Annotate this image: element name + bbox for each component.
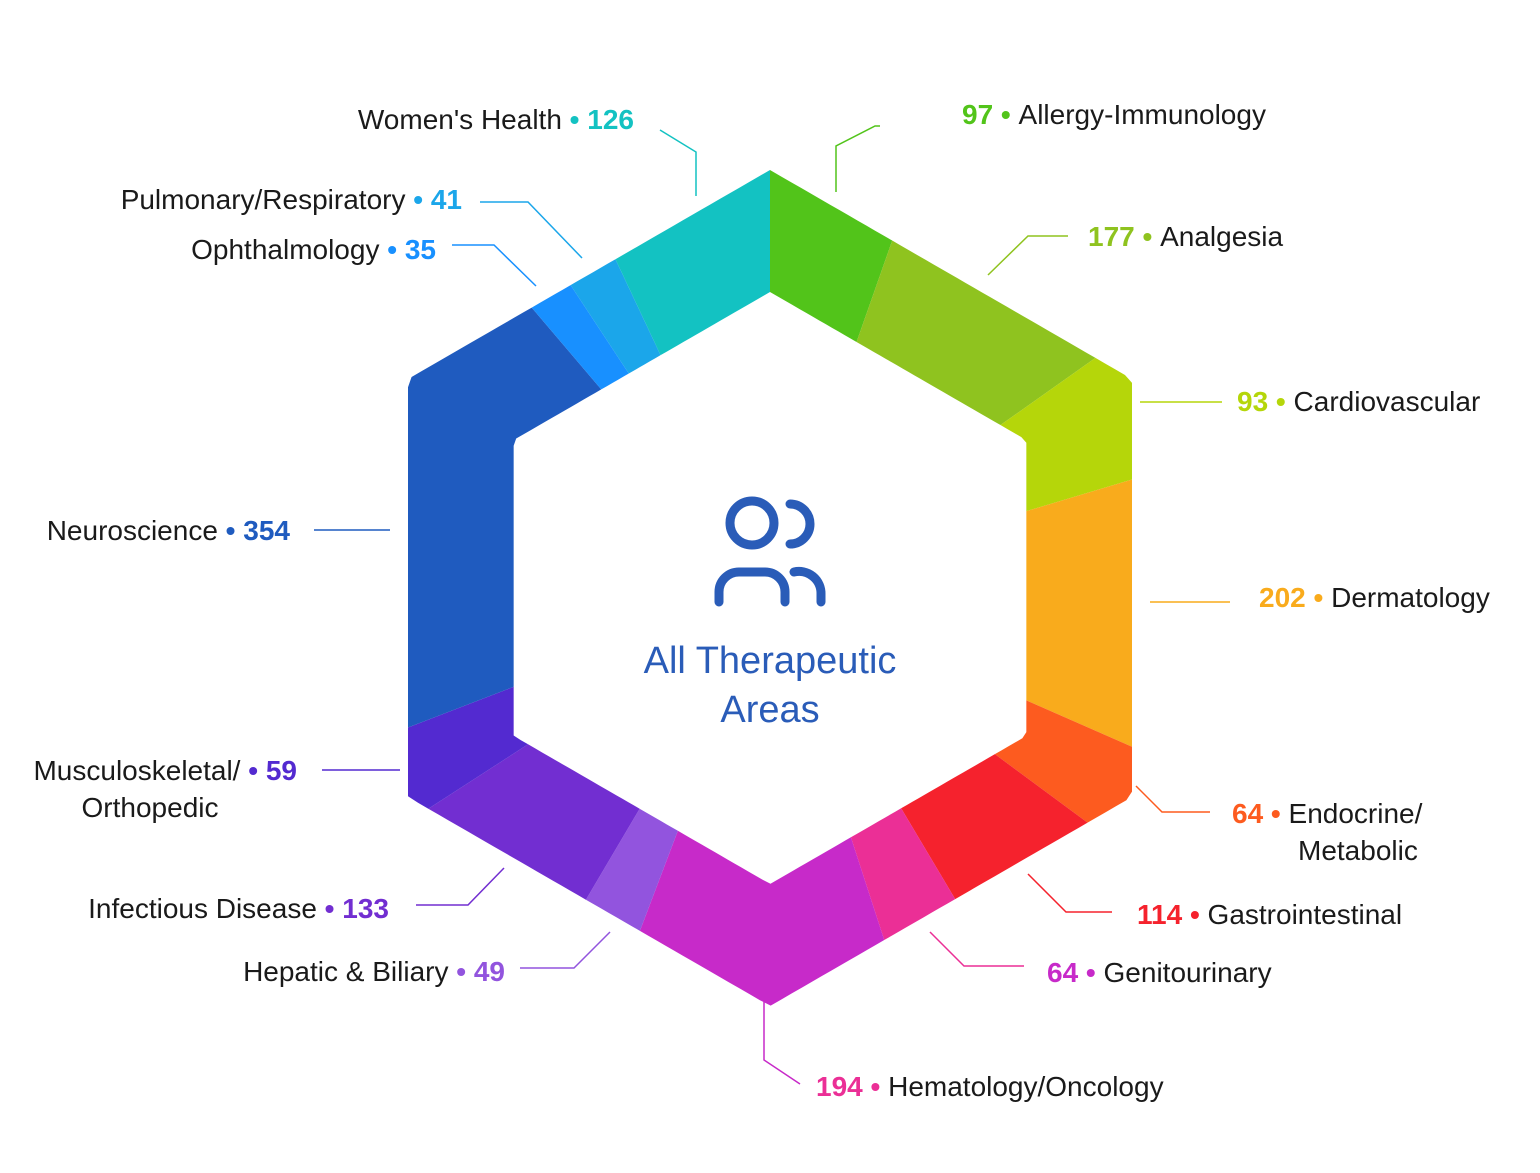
slice-gastrointestinal bbox=[901, 754, 1088, 900]
label-musculoskeletal-orthopedic: Musculoskeletal/ • 59 bbox=[33, 755, 297, 786]
slice-musculoskeletal-orthopedic bbox=[408, 686, 529, 809]
label-allergy-immunology: 97 • Allergy-Immunology bbox=[962, 99, 1266, 130]
value-analgesia: 177 bbox=[1088, 221, 1135, 252]
label-women-s-health: Women's Health • 126 bbox=[358, 104, 634, 135]
slice-labels: 97 • Allergy-Immunology 177 • Analgesia 93… bbox=[33, 99, 1489, 1102]
label-endocrine-metabolic-line2: Metabolic bbox=[1298, 835, 1418, 866]
slice-dermatology bbox=[1026, 479, 1132, 747]
leader-line-pulmonary-respiratory bbox=[480, 201, 583, 259]
value-ophthalmology: 35 bbox=[405, 234, 436, 265]
label-genitourinary: 64 • Genitourinary bbox=[1047, 957, 1272, 988]
slice-ophthalmology bbox=[531, 285, 629, 390]
label-hematology-oncology: 194 • Hematology/Oncology bbox=[816, 1071, 1164, 1102]
slice-hematology-oncology bbox=[639, 830, 885, 1006]
value-neuroscience: 354 bbox=[243, 515, 290, 546]
value-hepatic-biliary: 49 bbox=[474, 956, 505, 987]
value-women-s-health: 126 bbox=[587, 104, 634, 135]
center-title-line2: Areas bbox=[720, 689, 819, 731]
label-infectious-disease: Infectious Disease • 133 bbox=[88, 893, 389, 924]
leader-line-gastrointestinal bbox=[1027, 873, 1112, 913]
slice-women-s-health bbox=[615, 170, 770, 356]
slice-neuroscience bbox=[408, 307, 602, 728]
label-gastrointestinal: 114 • Gastrointestinal bbox=[1137, 899, 1402, 930]
label-musculoskeletal-orthopedic-line2: Orthopedic bbox=[82, 792, 219, 823]
label-pulmonary-respiratory: Pulmonary/Respiratory • 41 bbox=[121, 184, 462, 215]
label-cardiovascular: 93 • Cardiovascular bbox=[1237, 386, 1480, 417]
label-endocrine-metabolic: 64 • Endocrine/ bbox=[1232, 798, 1423, 829]
value-gastrointestinal: 114 bbox=[1137, 899, 1183, 930]
leader-line-endocrine-metabolic bbox=[1135, 785, 1210, 813]
leader-line-infectious-disease bbox=[416, 867, 505, 906]
leader-line-hepatic-biliary bbox=[520, 931, 611, 969]
leader-line-analgesia bbox=[987, 235, 1068, 276]
label-neuroscience: Neuroscience • 354 bbox=[47, 515, 291, 546]
value-endocrine-metabolic: 64 bbox=[1232, 798, 1264, 829]
slice-hepatic-biliary bbox=[585, 808, 678, 931]
slice-endocrine-metabolic bbox=[994, 700, 1132, 823]
center-title-line1: All Therapeutic bbox=[644, 640, 897, 682]
slice-allergy-immunology bbox=[770, 170, 893, 342]
slice-cardiovascular bbox=[1000, 357, 1132, 512]
leader-line-ophthalmology bbox=[452, 244, 537, 287]
leader-line-hematology-oncology bbox=[763, 1002, 801, 1085]
value-genitourinary: 64 bbox=[1047, 957, 1079, 988]
leader-lines bbox=[314, 125, 1230, 1085]
donut-slices bbox=[408, 170, 1132, 1006]
value-infectious-disease: 133 bbox=[342, 893, 389, 924]
label-analgesia: 177 • Analgesia bbox=[1088, 221, 1284, 252]
slice-genitourinary bbox=[850, 808, 956, 941]
leader-line-allergy-immunology bbox=[835, 125, 880, 192]
value-hematology-oncology: 194 bbox=[816, 1071, 863, 1102]
value-cardiovascular: 93 bbox=[1237, 386, 1268, 417]
slice-analgesia bbox=[856, 240, 1096, 426]
value-pulmonary-respiratory: 41 bbox=[431, 184, 462, 215]
leader-line-women-s-health bbox=[659, 129, 697, 196]
value-allergy-immunology: 97 bbox=[962, 99, 993, 130]
slice-pulmonary-respiratory bbox=[570, 259, 661, 374]
value-dermatology: 202 bbox=[1259, 582, 1306, 613]
leader-line-genitourinary bbox=[929, 931, 1024, 967]
value-musculoskeletal-orthopedic: 59 bbox=[266, 755, 297, 786]
label-dermatology: 202 • Dermatology bbox=[1259, 582, 1490, 613]
slice-infectious-disease bbox=[428, 744, 640, 900]
label-ophthalmology: Ophthalmology • 35 bbox=[191, 234, 436, 265]
label-hepatic-biliary: Hepatic & Biliary • 49 bbox=[243, 956, 505, 987]
users-icon bbox=[714, 496, 826, 607]
